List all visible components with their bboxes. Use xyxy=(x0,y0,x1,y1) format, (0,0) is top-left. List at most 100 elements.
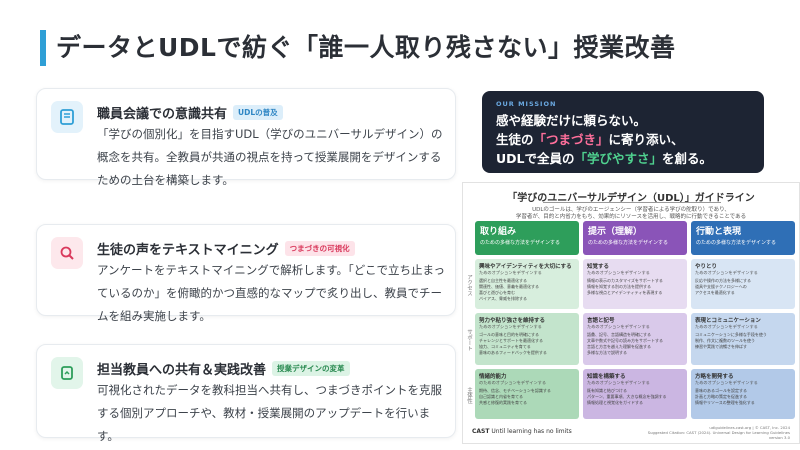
cell-line: 既有知識と結びつける xyxy=(587,388,627,393)
cell-title: 知覚する xyxy=(587,264,610,270)
cell-line: 文章や数式や記号の読み方をサポートする xyxy=(587,338,663,343)
cell-line: バイアス、脅威を排除する xyxy=(479,296,527,301)
card-title: 生徒の声をテキストマイニング xyxy=(97,243,279,258)
cell-title: やりとり xyxy=(695,264,718,270)
cell-title: 表現とコミュニケーション xyxy=(695,318,761,324)
card-badge: つまづきの可視化 xyxy=(284,241,355,256)
guideline-subtitle-2: 学習者が、目的と内省力をもち、効果的にリソースを活用し、戦略的に行動できることで… xyxy=(515,214,747,220)
card-badge: UDLの普及 xyxy=(233,105,283,120)
card-text-mining: 生徒の声をテキストマイニング つまづきの可視化 アンケートをテキストマイニングで… xyxy=(36,224,456,323)
mission-text: を創る。 xyxy=(662,151,713,166)
guideline-cell: 知覚する ためのオプションをデザインする 情報の表示のカスタマイズをサポートする… xyxy=(583,259,687,309)
cell-line: 制作、作文に複数のツールを使う xyxy=(695,338,755,343)
cell-line: 選択と自主性を最適化する xyxy=(479,278,527,283)
cell-title: 努力や粘り強さを維持する xyxy=(479,318,546,324)
card-title: 担当教員への共有＆実践改善 xyxy=(97,363,267,378)
mission-highlight: 「つまづき」 xyxy=(533,132,609,147)
cell-subtitle: のためのオプションをデザインする xyxy=(479,380,547,385)
card-title: 職員会議での意識共有 xyxy=(97,107,228,122)
guideline-cell: 方略を開発する ためのオプションをデザインする 意味のあるゴールを設定する 計画… xyxy=(691,369,795,419)
cell-subtitle: ためのオプションをデザインする xyxy=(695,380,758,385)
column-header-action-expression: 行動と表現 のための多様な方法をデザインする xyxy=(691,221,795,255)
cell-subtitle: ためのオプションをデザインする xyxy=(479,324,542,329)
mission-box: OUR MISSION 感や経験だけに頼らない。 生徒の「つまづき」に寄り添い、… xyxy=(482,91,764,173)
cell-line: 共感と修復的実践を育てる xyxy=(479,400,527,405)
cell-line: 意味のあるフィードバックを提供する xyxy=(479,350,547,355)
column-subtitle: のための多様な方法をデザインする xyxy=(588,240,669,246)
share-icon xyxy=(51,357,83,389)
side-label-access: アクセス xyxy=(466,274,472,296)
column-title: 取り組み xyxy=(480,227,517,237)
cell-line: 喜びと遊び心を育む xyxy=(479,290,515,295)
cell-line: 関連性、価値、意義を最適化する xyxy=(479,284,539,289)
guideline-cell: 言語と記号 ためのオプションをデザインする 語彙、記号、言語構造を明確にする 文… xyxy=(583,313,687,365)
card-body: 可視化されたデータを教科担当へ共有し、つまづきポイントを克服する個別アプローチや… xyxy=(97,383,442,443)
cell-line: チャレンジとサポートを最適化する xyxy=(479,338,543,343)
cell-line: 意味のあるゴールを設定する xyxy=(695,388,747,393)
card-header: 生徒の声をテキストマイニング つまづきの可視化 xyxy=(97,239,355,258)
cell-line: 語彙、記号、言語構造を明確にする xyxy=(587,332,652,337)
citation-line: udlguidelines.cast.org | © CAST, Inc. 20… xyxy=(709,425,790,430)
cell-title: 情緒的能力 xyxy=(479,374,507,380)
mission-text: に寄り添い、 xyxy=(608,132,684,147)
guideline-cell: 努力や粘り強さを維持する ためのオプションをデザインする ゴールの意味と目的を明… xyxy=(475,313,579,365)
cell-title: 言語と記号 xyxy=(587,318,615,324)
citation-line: Suggested Citation: CAST (2024). Univers… xyxy=(647,430,790,440)
title-accent-bar xyxy=(40,30,46,66)
guideline-cell: 情緒的能力 のためのオプションをデザインする 期待、信念、モチベーションを認識す… xyxy=(475,369,579,419)
cell-line: 情報やリソースの整理を強化する xyxy=(695,400,755,405)
cell-line: 協力、コミュニティを育てる xyxy=(479,344,531,349)
udl-guideline-image: 「学びのユニバーサルデザイン（UDL）」ガイドライン UDLのゴールは、学びのエ… xyxy=(462,182,800,444)
guideline-cell: やりとり ためのオプションをデザインする 反応や操作の方法を多様にする 道具や支… xyxy=(691,259,795,309)
cell-line: 期待、信念、モチベーションを認識する xyxy=(479,388,551,393)
card-header: 職員会議での意識共有 UDLの普及 xyxy=(97,103,283,122)
column-header-representation: 提示（理解） のための多様な方法をデザインする xyxy=(583,221,687,255)
card-badge: 授業デザインの変革 xyxy=(272,361,350,376)
cell-subtitle: ためのオプションをデザインする xyxy=(479,270,542,275)
cell-line: 多様な方法で説明する xyxy=(587,350,627,355)
card-body: 「学びの個別化」を目指すUDL（学びのユニバーサルデザイン）の概念を共有。全教員… xyxy=(97,127,443,187)
cell-line: 情報を知覚する別の方法を提供する xyxy=(587,284,651,289)
guideline-cell: 知識を構築する ためのオプションをデザインする 既有知識と結びつける パターン、… xyxy=(583,369,687,419)
cell-title: 知識を構築する xyxy=(587,374,626,380)
column-title: 行動と表現 xyxy=(696,227,742,237)
cell-line: コミュニケーションに多様な手段を使う xyxy=(695,332,767,337)
column-subtitle: のための多様な方法をデザインする xyxy=(696,240,777,246)
mission-line-1: 感や経験だけに頼らない。 xyxy=(496,113,647,128)
column-subtitle: のための多様な方法をデザインする xyxy=(480,240,561,246)
mission-label: OUR MISSION xyxy=(496,100,557,108)
mission-text: UDLで全員の xyxy=(496,151,575,166)
cell-subtitle: ためのオプションをデザインする xyxy=(587,324,650,329)
book-icon xyxy=(51,101,83,133)
cell-line: 反応や操作の方法を多様にする xyxy=(695,278,752,283)
cast-brand: CAST xyxy=(472,428,490,435)
mission-line-2: 生徒の「つまづき」に寄り添い、 xyxy=(496,130,750,149)
cell-line: 自己認識と内省を育てる xyxy=(479,394,523,399)
cast-tagline: Until learning has no limits xyxy=(491,428,572,435)
magnifier-icon xyxy=(51,237,83,269)
cell-line: パターン、重要事項、大きな概念を強調する xyxy=(587,394,667,399)
cell-line: 情報処理と視覚化をガイドする xyxy=(587,400,643,405)
card-body: アンケートをテキストマイニングで解析します。「どこで立ち止まっているのか」を俯瞰… xyxy=(97,263,445,323)
cell-subtitle: ためのオプションをデザインする xyxy=(695,270,758,275)
guideline-title-underline xyxy=(543,202,721,203)
guideline-cell: 興味やアイデンティティを大切にする ためのオプションをデザインする 選択と自主性… xyxy=(475,259,579,309)
column-title: 提示（理解） xyxy=(588,227,643,237)
mission-line-3: UDLで全員の「学びやすさ」を創る。 xyxy=(496,149,750,168)
cell-subtitle: ためのオプションをデザインする xyxy=(587,270,650,275)
cell-line: 言語と方言を越えた理解を促進する xyxy=(587,344,651,349)
cast-logo: CAST Until learning has no limits xyxy=(472,428,572,435)
cell-line: 多様な視点とアイデンティティを表現する xyxy=(587,290,663,295)
cell-line: 道具や支援テクノロジーへの xyxy=(695,284,747,289)
cell-line: 計画と方略の策定を促進する xyxy=(695,394,747,399)
mission-text: 生徒の xyxy=(496,132,534,147)
cell-title: 興味やアイデンティティを大切にする xyxy=(479,264,572,270)
page-title: データとUDLで紡ぐ「誰一人取り残さない」授業改善 xyxy=(56,33,676,62)
guideline-title: 「学びのユニバーサルデザイン（UDL）」ガイドライン xyxy=(507,193,755,204)
side-label-support: サポート xyxy=(466,329,472,351)
cell-title: 方略を開発する xyxy=(695,374,734,380)
column-header-engagement: 取り組み のための多様な方法をデザインする xyxy=(475,221,579,255)
cell-line: ゴールの意味と目的を明確にする xyxy=(479,332,540,337)
guideline-citation: udlguidelines.cast.org | © CAST, Inc. 20… xyxy=(640,425,790,440)
card-header: 担当教員への共有＆実践改善 授業デザインの変革 xyxy=(97,359,350,378)
